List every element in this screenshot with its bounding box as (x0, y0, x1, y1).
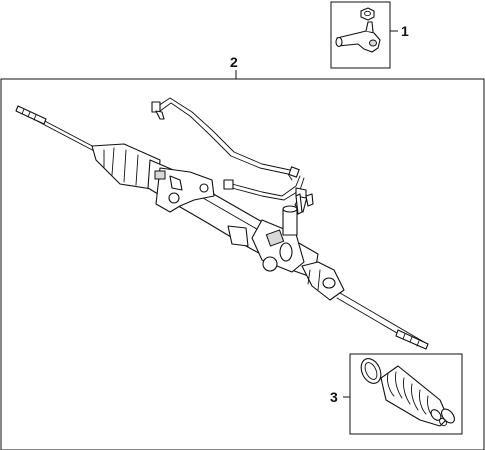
boot-kit-group[interactable]: 3 (330, 353, 463, 435)
steering-gear-group[interactable]: 2 (0, 54, 485, 450)
boot-clamp-illustration (360, 358, 382, 384)
tie-rod-end-illustration (335, 21, 381, 53)
steering-gear-frame (0, 78, 485, 450)
boot-kit-frame (349, 353, 463, 435)
boot-illustration (380, 365, 455, 427)
callout-1-label: 1 (401, 23, 409, 39)
jam-nut-illustration (360, 7, 375, 21)
callout-3-label: 3 (330, 389, 338, 405)
callout-2-label: 2 (230, 54, 238, 70)
steering-gear-illustration (15, 97, 429, 350)
tie-rod-end-group[interactable]: 1 (330, 1, 409, 69)
tie-rod-end-frame (330, 1, 391, 69)
